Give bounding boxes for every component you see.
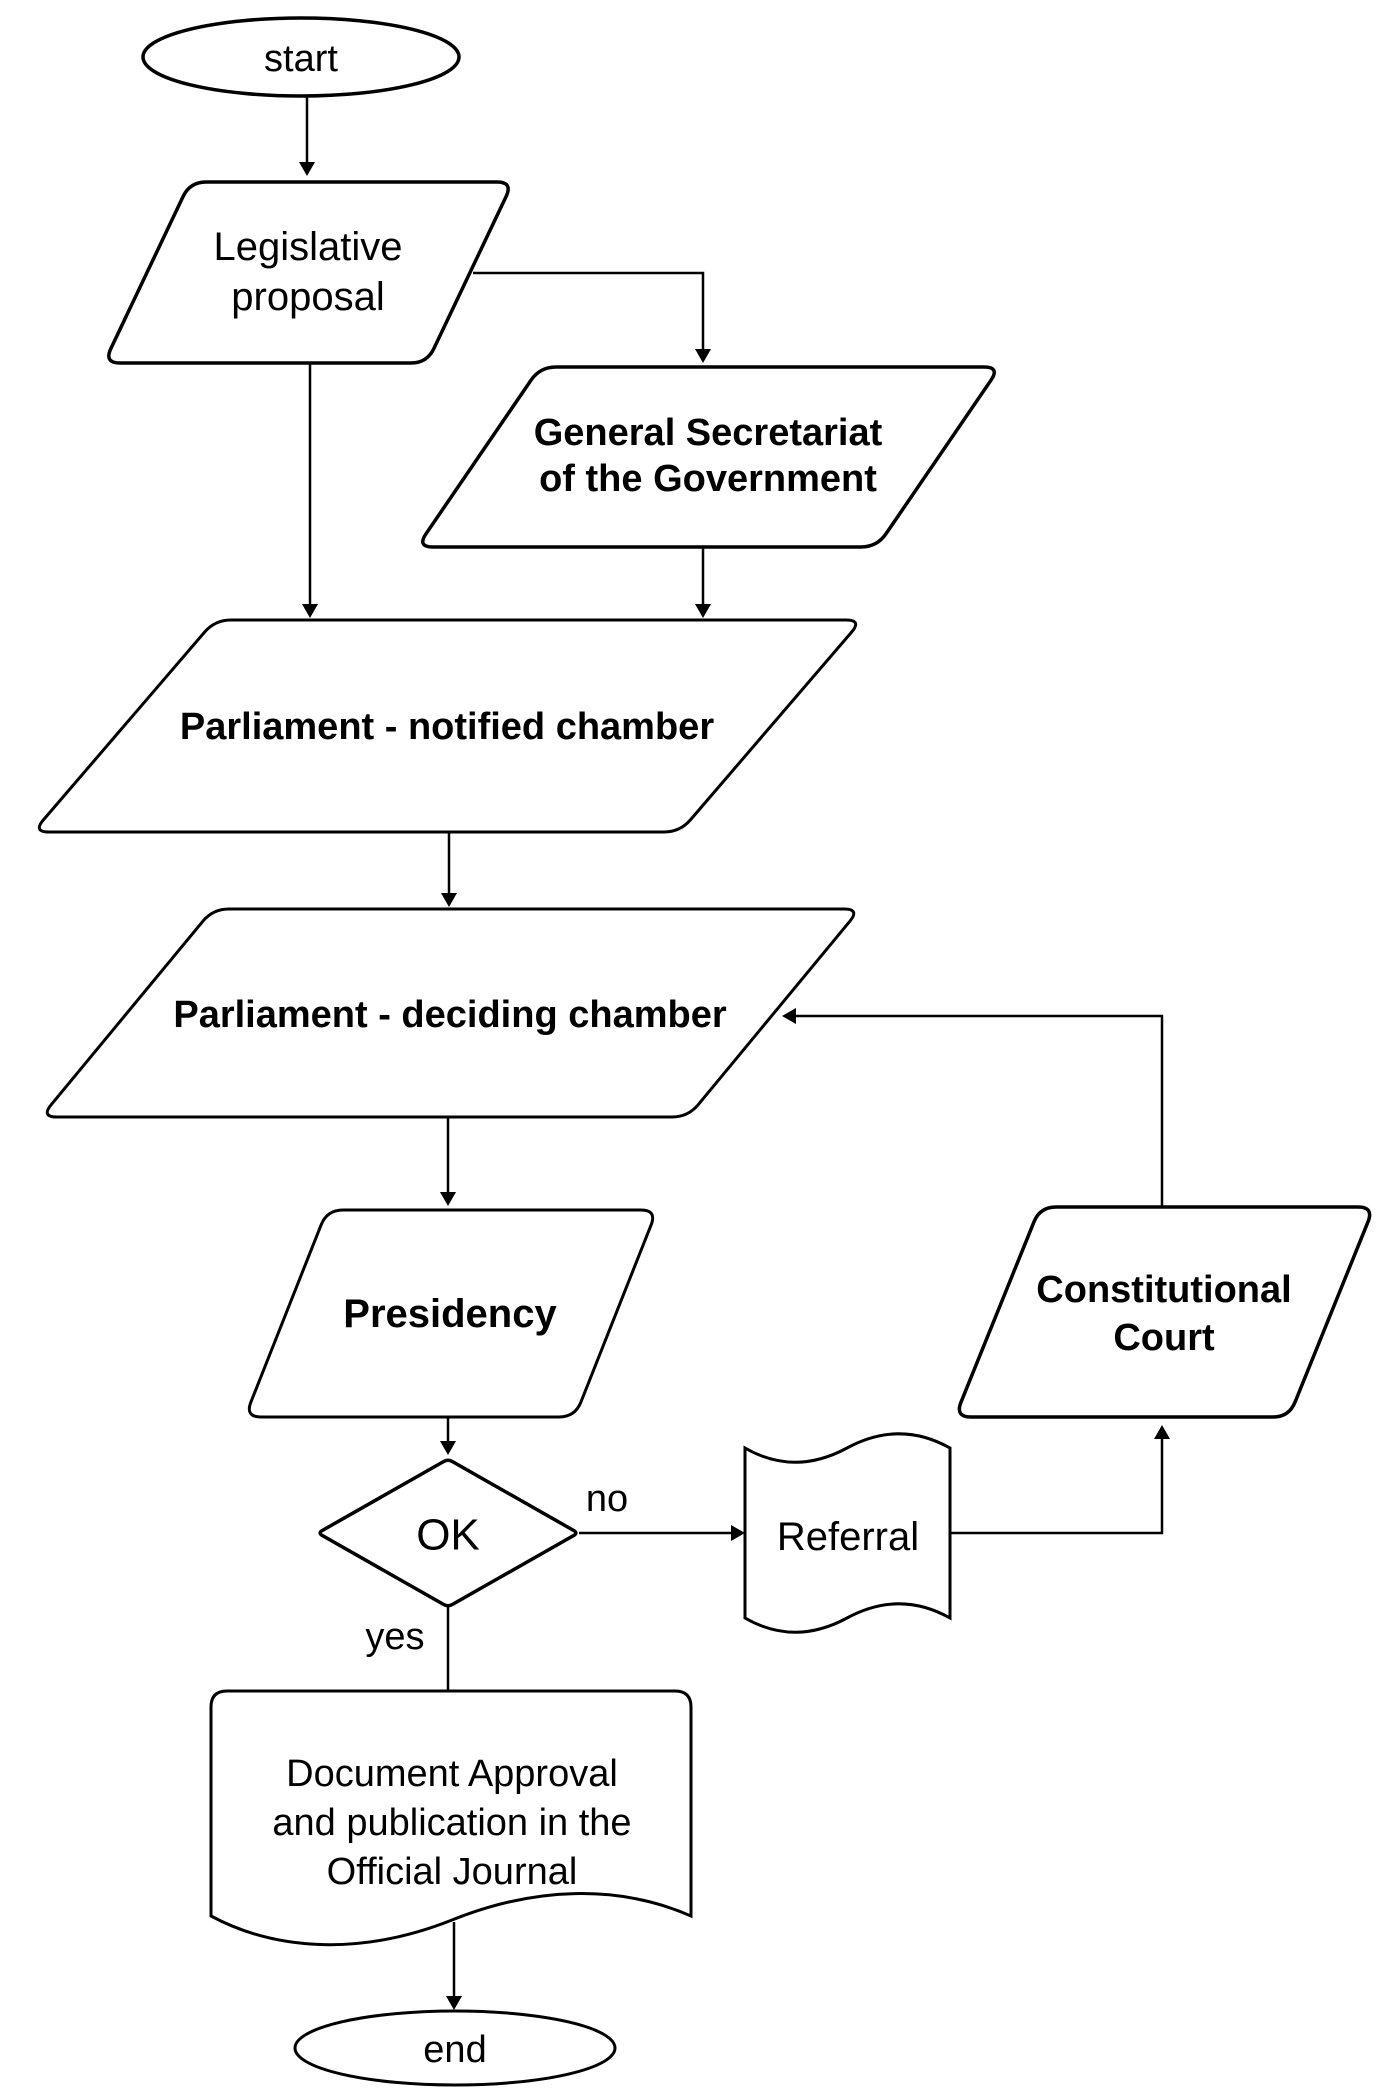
edge-constitutional-court-to-deciding bbox=[782, 1008, 1164, 1207]
edge-legislative-to-general-secretariat bbox=[473, 271, 711, 363]
parliament-notified-label: Parliament - notified chamber bbox=[180, 706, 714, 748]
document-approval-label-line3: Official Journal bbox=[327, 1851, 578, 1893]
presidency-label: Presidency bbox=[343, 1292, 557, 1336]
edge-label-no: no bbox=[586, 1478, 628, 1520]
edge-legislative-to-parliament-notified bbox=[302, 363, 318, 618]
node-legislative-proposal: Legislative proposal bbox=[107, 180, 510, 365]
node-start: start bbox=[141, 16, 461, 98]
node-constitutional-court: Constitutional Court bbox=[957, 1205, 1372, 1419]
node-referral: Referral bbox=[743, 1432, 952, 1634]
edge-presidency-to-ok bbox=[440, 1417, 456, 1455]
legislative-proposal-shape bbox=[107, 180, 510, 365]
node-parliament-notified-chamber: Parliament - notified chamber bbox=[37, 618, 858, 834]
constitutional-court-label-line2: Court bbox=[1113, 1317, 1215, 1359]
edge-ok-no-to-referral bbox=[579, 1525, 745, 1541]
edge-document-to-end bbox=[446, 1922, 462, 2010]
node-parliament-deciding-chamber: Parliament - deciding chamber bbox=[45, 907, 856, 1119]
edge-notified-to-deciding bbox=[441, 832, 457, 907]
parliament-deciding-shape bbox=[45, 907, 856, 1119]
edge-general-secretariat-to-parliament-notified bbox=[695, 547, 711, 618]
ok-decision-shape bbox=[318, 1458, 578, 1608]
parliament-deciding-label: Parliament - deciding chamber bbox=[173, 994, 726, 1036]
start-label: start bbox=[264, 38, 338, 80]
general-secretariat-shape bbox=[421, 365, 996, 549]
node-presidency: Presidency bbox=[247, 1208, 655, 1419]
edge-label-yes: yes bbox=[365, 1616, 424, 1658]
end-label: end bbox=[423, 2029, 486, 2071]
constitutional-court-shape bbox=[957, 1205, 1372, 1419]
document-approval-shape bbox=[209, 1689, 693, 1947]
parliament-notified-shape bbox=[37, 618, 858, 834]
start-terminator-shape bbox=[141, 16, 461, 98]
referral-shape bbox=[743, 1432, 952, 1634]
end-terminator-shape bbox=[293, 2009, 617, 2087]
node-ok-decision: OK bbox=[318, 1458, 578, 1608]
constitutional-court-label-line1: Constitutional bbox=[1036, 1269, 1291, 1311]
edge-start-to-legislative bbox=[299, 97, 315, 176]
edge-referral-to-constitutional-court bbox=[950, 1425, 1170, 1535]
referral-label: Referral bbox=[777, 1515, 919, 1559]
document-approval-label-line1: Document Approval bbox=[286, 1753, 618, 1795]
document-approval-label-line2: and publication in the bbox=[272, 1802, 631, 1844]
general-secretariat-label-line1: General Secretariat bbox=[534, 412, 883, 454]
node-end: end bbox=[293, 2009, 617, 2087]
legislative-proposal-label-line1: Legislative bbox=[213, 225, 402, 269]
general-secretariat-label-line2: of the Government bbox=[539, 458, 877, 500]
ok-decision-label: OK bbox=[416, 1511, 480, 1560]
edge-deciding-to-presidency bbox=[440, 1117, 456, 1206]
legislative-proposal-label-line2: proposal bbox=[231, 275, 384, 319]
presidency-shape bbox=[247, 1208, 655, 1419]
node-document-approval: Document Approval and publication in the… bbox=[209, 1689, 693, 1947]
node-general-secretariat: General Secretariat of the Government bbox=[421, 365, 996, 549]
